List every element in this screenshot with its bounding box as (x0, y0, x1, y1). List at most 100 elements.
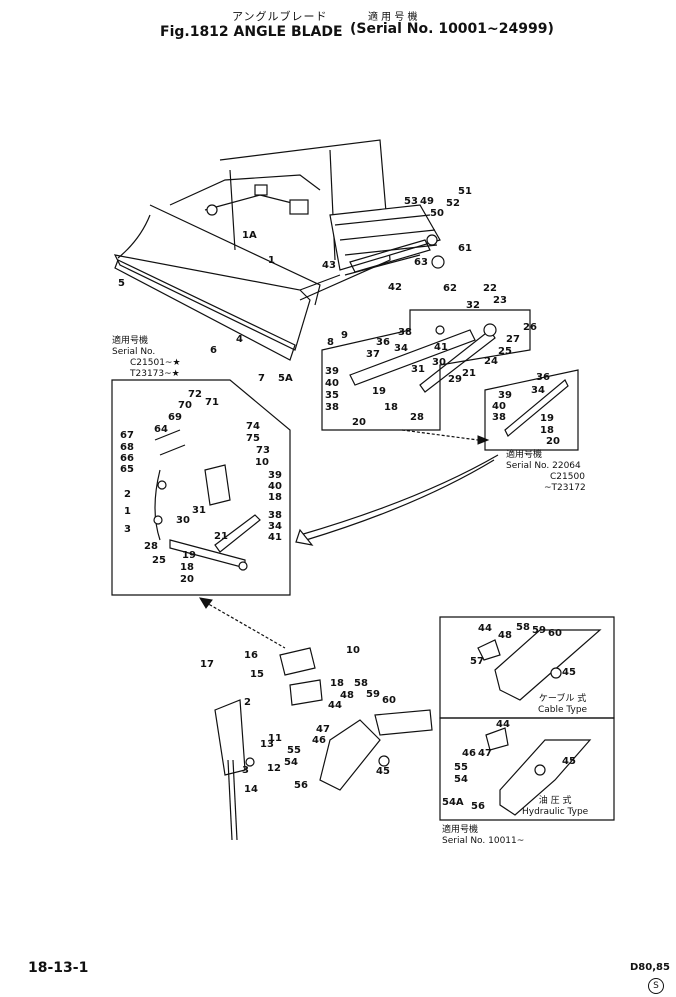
part-label: 42 (388, 282, 402, 293)
part-label: 60 (548, 628, 562, 639)
part-label: 54A (442, 797, 464, 808)
part-label: 56 (471, 801, 485, 812)
part-label: 15 (250, 669, 264, 680)
part-label: 39 (498, 390, 512, 401)
part-label: 31 (411, 364, 425, 375)
part-label: 39 (268, 470, 282, 481)
left-detail-box (111, 379, 291, 596)
part-label: 40 (268, 481, 282, 492)
part-label: 24 (484, 356, 498, 367)
part-label: 10 (255, 457, 269, 468)
part-label: 55 (454, 762, 468, 773)
part-label: 34 (531, 385, 545, 396)
angle-blade-drawing (113, 139, 445, 361)
part-label: 65 (120, 464, 134, 475)
part-label: 12 (267, 763, 281, 774)
serial-note-bottom: 適用号機 Serial No. 10011~ (442, 825, 525, 846)
part-label: 21 (462, 368, 476, 379)
part-label: 1A (242, 230, 257, 241)
part-label: 55 (287, 745, 301, 756)
figure-title: Fig.1812 ANGLE BLADE (160, 24, 343, 40)
part-label: 10 (346, 645, 360, 656)
part-label: 18 (540, 425, 554, 436)
part-label: 36 (536, 372, 550, 383)
part-label: 48 (498, 630, 512, 641)
part-label: 22 (483, 283, 497, 294)
serial-note-left: 適用号機 Serial No. C21501~★ T23173~★ (112, 336, 181, 379)
part-label: 27 (506, 334, 520, 345)
part-label: 44 (496, 719, 510, 730)
part-label: 39 (325, 366, 339, 377)
part-label: 25 (152, 555, 166, 566)
part-label: 41 (434, 342, 448, 353)
hydraulic-type-caption: 油 圧 式 Hydraulic Type (522, 796, 589, 817)
hydraulic-type-box (439, 717, 615, 821)
part-label: 5 (118, 278, 125, 289)
part-label: 71 (205, 397, 219, 408)
part-label: 1 (268, 255, 275, 266)
part-label: 28 (410, 412, 424, 423)
part-label: 69 (168, 412, 182, 423)
part-label: 63 (414, 257, 428, 268)
serial-range: (Serial No. 10001~24999) (350, 21, 554, 37)
part-label: 8 (327, 337, 334, 348)
part-label: 51 (458, 186, 472, 197)
part-label: 53 (404, 196, 418, 207)
upper-linkage-drawing (321, 309, 531, 431)
part-label: 19 (182, 550, 196, 561)
part-label: 73 (256, 445, 270, 456)
part-label: 52 (446, 198, 460, 209)
part-label: 41 (268, 532, 282, 543)
lower-assembly-drawing (214, 647, 433, 841)
part-label: 44 (478, 623, 492, 634)
part-label: 60 (382, 695, 396, 706)
part-label: 43 (322, 260, 336, 271)
part-label: 45 (376, 766, 390, 777)
part-label: 2 (124, 489, 131, 500)
part-label: 16 (244, 650, 258, 661)
part-label: 64 (154, 424, 168, 435)
cable-type-caption: ケーブル 式 Cable Type (538, 694, 588, 715)
part-label: 32 (466, 300, 480, 311)
part-label: 34 (268, 521, 282, 532)
part-label: 2 (244, 697, 251, 708)
part-label: 38 (268, 510, 282, 521)
part-label: 29 (448, 374, 462, 385)
revision-mark: S (648, 978, 664, 994)
right-small-box (484, 369, 579, 451)
part-label: 70 (178, 400, 192, 411)
part-label: 38 (492, 412, 506, 423)
part-label: 19 (372, 386, 386, 397)
part-label: 36 (376, 337, 390, 348)
part-label: 14 (244, 784, 258, 795)
part-label: 30 (432, 357, 446, 368)
part-label: 18 (384, 402, 398, 413)
part-label: 20 (546, 436, 560, 447)
part-label: 34 (394, 343, 408, 354)
part-label: 20 (180, 574, 194, 585)
part-label: 61 (458, 243, 472, 254)
serial-japanese: 適 用 号 機 (368, 12, 418, 23)
part-label: 74 (246, 421, 260, 432)
page-number: 18-13-1 (28, 960, 89, 976)
part-label: 56 (294, 780, 308, 791)
part-label: 18 (268, 492, 282, 503)
part-label: 54 (454, 774, 468, 785)
part-label: 4 (236, 334, 243, 345)
part-label: 72 (188, 389, 202, 400)
part-label: 48 (340, 690, 354, 701)
part-label: 66 (120, 453, 134, 464)
part-label: 59 (532, 625, 546, 636)
part-label: 57 (470, 656, 484, 667)
part-label: 40 (325, 378, 339, 389)
part-label: 20 (352, 417, 366, 428)
part-label: 38 (398, 327, 412, 338)
part-label: 58 (354, 678, 368, 689)
part-label: 25 (498, 346, 512, 357)
part-label: 1 (124, 506, 131, 517)
part-label: 50 (430, 208, 444, 219)
part-label: 11 (268, 733, 282, 744)
part-label: 58 (516, 622, 530, 633)
part-label: 37 (366, 349, 380, 360)
